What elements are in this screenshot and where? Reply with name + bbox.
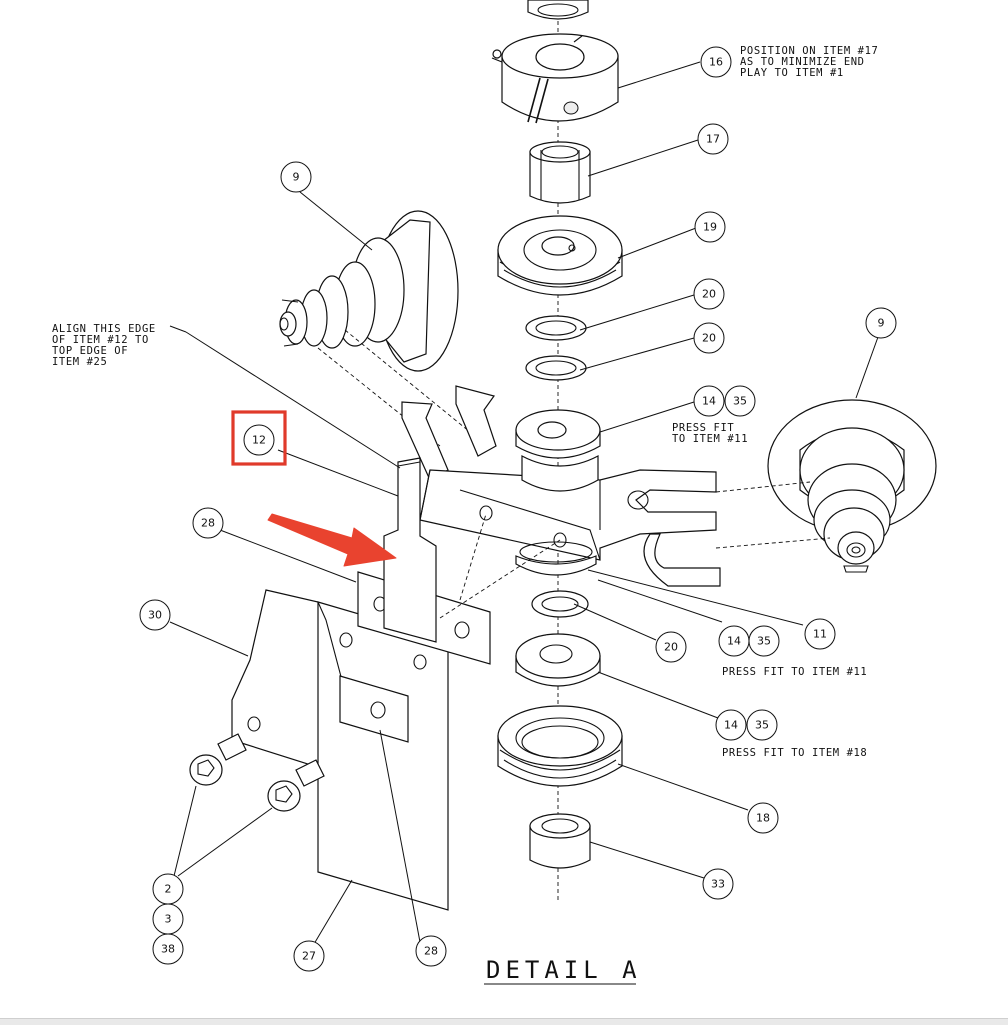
plate-27 — [317, 601, 449, 911]
balloon-18: 18 — [747, 802, 779, 834]
balloon-3: 3 — [152, 903, 184, 935]
note-line: TO ITEM #11 — [672, 433, 748, 445]
cone-pulley-9-right — [767, 399, 937, 573]
balloon-label: 20 — [702, 288, 716, 301]
balloon-38: 38 — [152, 933, 184, 965]
balloon-label: 14 — [727, 635, 741, 648]
balloon-19: 19 — [694, 211, 726, 243]
flange-bushing-14-under — [515, 541, 597, 576]
balloon-35: 35 — [748, 625, 780, 657]
balloon-label: 19 — [703, 221, 717, 234]
balloon-label: 3 — [165, 913, 172, 926]
note-line: POSITION ON ITEM #17 — [740, 45, 878, 57]
red-arrow-indicator — [267, 513, 397, 567]
balloon-label: 20 — [664, 641, 678, 654]
balloon-28: 28 — [415, 935, 447, 967]
cone-pulley-9-left — [279, 210, 459, 372]
guide-line-right-2 — [715, 537, 831, 549]
balloon-label: 11 — [813, 628, 827, 641]
tab-12 — [383, 457, 437, 643]
balloon-30: 30 — [139, 599, 171, 631]
washer-20-middle — [525, 355, 587, 381]
detail-title: DETAIL A — [486, 956, 642, 984]
guide-line-2 — [344, 329, 471, 433]
balloon-14: 14 — [715, 709, 747, 741]
balloon-9: 9 — [865, 307, 897, 339]
leader-lines — [169, 61, 879, 945]
balloon-20: 20 — [693, 322, 725, 354]
balloon-17: 17 — [697, 123, 729, 155]
balloon-label: 12 — [252, 434, 266, 447]
balloon-label: 20 — [702, 332, 716, 345]
balloon-20: 20 — [655, 631, 687, 663]
shaft-collar-16 — [491, 33, 619, 124]
note-line: PRESS FIT TO ITEM #18 — [722, 747, 867, 759]
bushing-17 — [529, 141, 591, 204]
balloon-20: 20 — [693, 278, 725, 310]
guide-line-1 — [317, 347, 441, 447]
balloon-16: 16 — [700, 46, 732, 78]
note-line: PLAY TO ITEM #1 — [740, 67, 844, 79]
balloon-11: 11 — [804, 618, 836, 650]
balloon-label: 9 — [293, 171, 300, 184]
pulley-18 — [497, 705, 623, 787]
balloon-label: 28 — [201, 517, 215, 530]
balloon-label: 35 — [755, 719, 769, 732]
note-line: OF ITEM #12 TO — [52, 334, 149, 346]
spacer-33 — [529, 813, 591, 869]
balloon-35: 35 — [724, 385, 756, 417]
washer-20-lower — [531, 590, 589, 618]
note-line: TOP EDGE OF — [52, 345, 128, 357]
balloon-label: 17 — [706, 133, 720, 146]
note-line: ITEM #25 — [52, 356, 107, 368]
balloon-label: 14 — [702, 395, 716, 408]
top-washer — [527, 0, 589, 20]
balloon-group: 16 17 19 20 20 14 35 9 9 12 11 28 30 20 14 35 14 35 18 33 2 3… — [139, 46, 897, 972]
flange-bushing-14-upper — [515, 409, 601, 492]
note-line: AS TO MINIMIZE END — [740, 56, 865, 68]
balloon-label: 30 — [148, 609, 162, 622]
guide-line-4 — [459, 513, 487, 601]
pulley-19 — [497, 215, 623, 296]
guide-line-3 — [439, 539, 561, 619]
balloon-label: 28 — [424, 945, 438, 958]
balloon-label: 35 — [757, 635, 771, 648]
balloon-label: 2 — [165, 883, 172, 896]
cap-screw-upper — [189, 733, 247, 786]
note-line: PRESS FIT — [672, 422, 734, 434]
balloon-label: 38 — [161, 943, 175, 956]
window-bottom-edge — [0, 1018, 1008, 1025]
balloon-label: 18 — [756, 812, 770, 825]
balloon-9: 9 — [280, 161, 312, 193]
guide-line-right-1 — [715, 481, 811, 493]
fork-bracket-11 — [401, 385, 721, 587]
balloon-label: 16 — [709, 56, 723, 69]
balloon-28: 28 — [192, 507, 224, 539]
balloon-label: 35 — [733, 395, 747, 408]
flange-bushing-14-lower — [515, 633, 601, 687]
washer-20-upper — [525, 315, 587, 341]
balloon-label: 9 — [878, 317, 885, 330]
balloon-label: 33 — [711, 878, 725, 891]
spacer-plate-28-lower — [339, 675, 409, 743]
balloon-35: 35 — [746, 709, 778, 741]
balloon-label: 14 — [724, 719, 738, 732]
note-line: PRESS FIT TO ITEM #11 — [722, 666, 867, 678]
balloon-27: 27 — [293, 940, 325, 972]
balloon-2: 2 — [152, 873, 184, 905]
balloon-14: 14 — [718, 625, 750, 657]
balloon-33: 33 — [702, 868, 734, 900]
balloon-12: 12 — [243, 424, 275, 456]
balloon-14: 14 — [693, 385, 725, 417]
highlight-box-12 — [231, 410, 287, 466]
note-line: ALIGN THIS EDGE — [52, 323, 156, 335]
balloon-label: 27 — [302, 950, 316, 963]
cap-screw-lower — [267, 759, 325, 812]
